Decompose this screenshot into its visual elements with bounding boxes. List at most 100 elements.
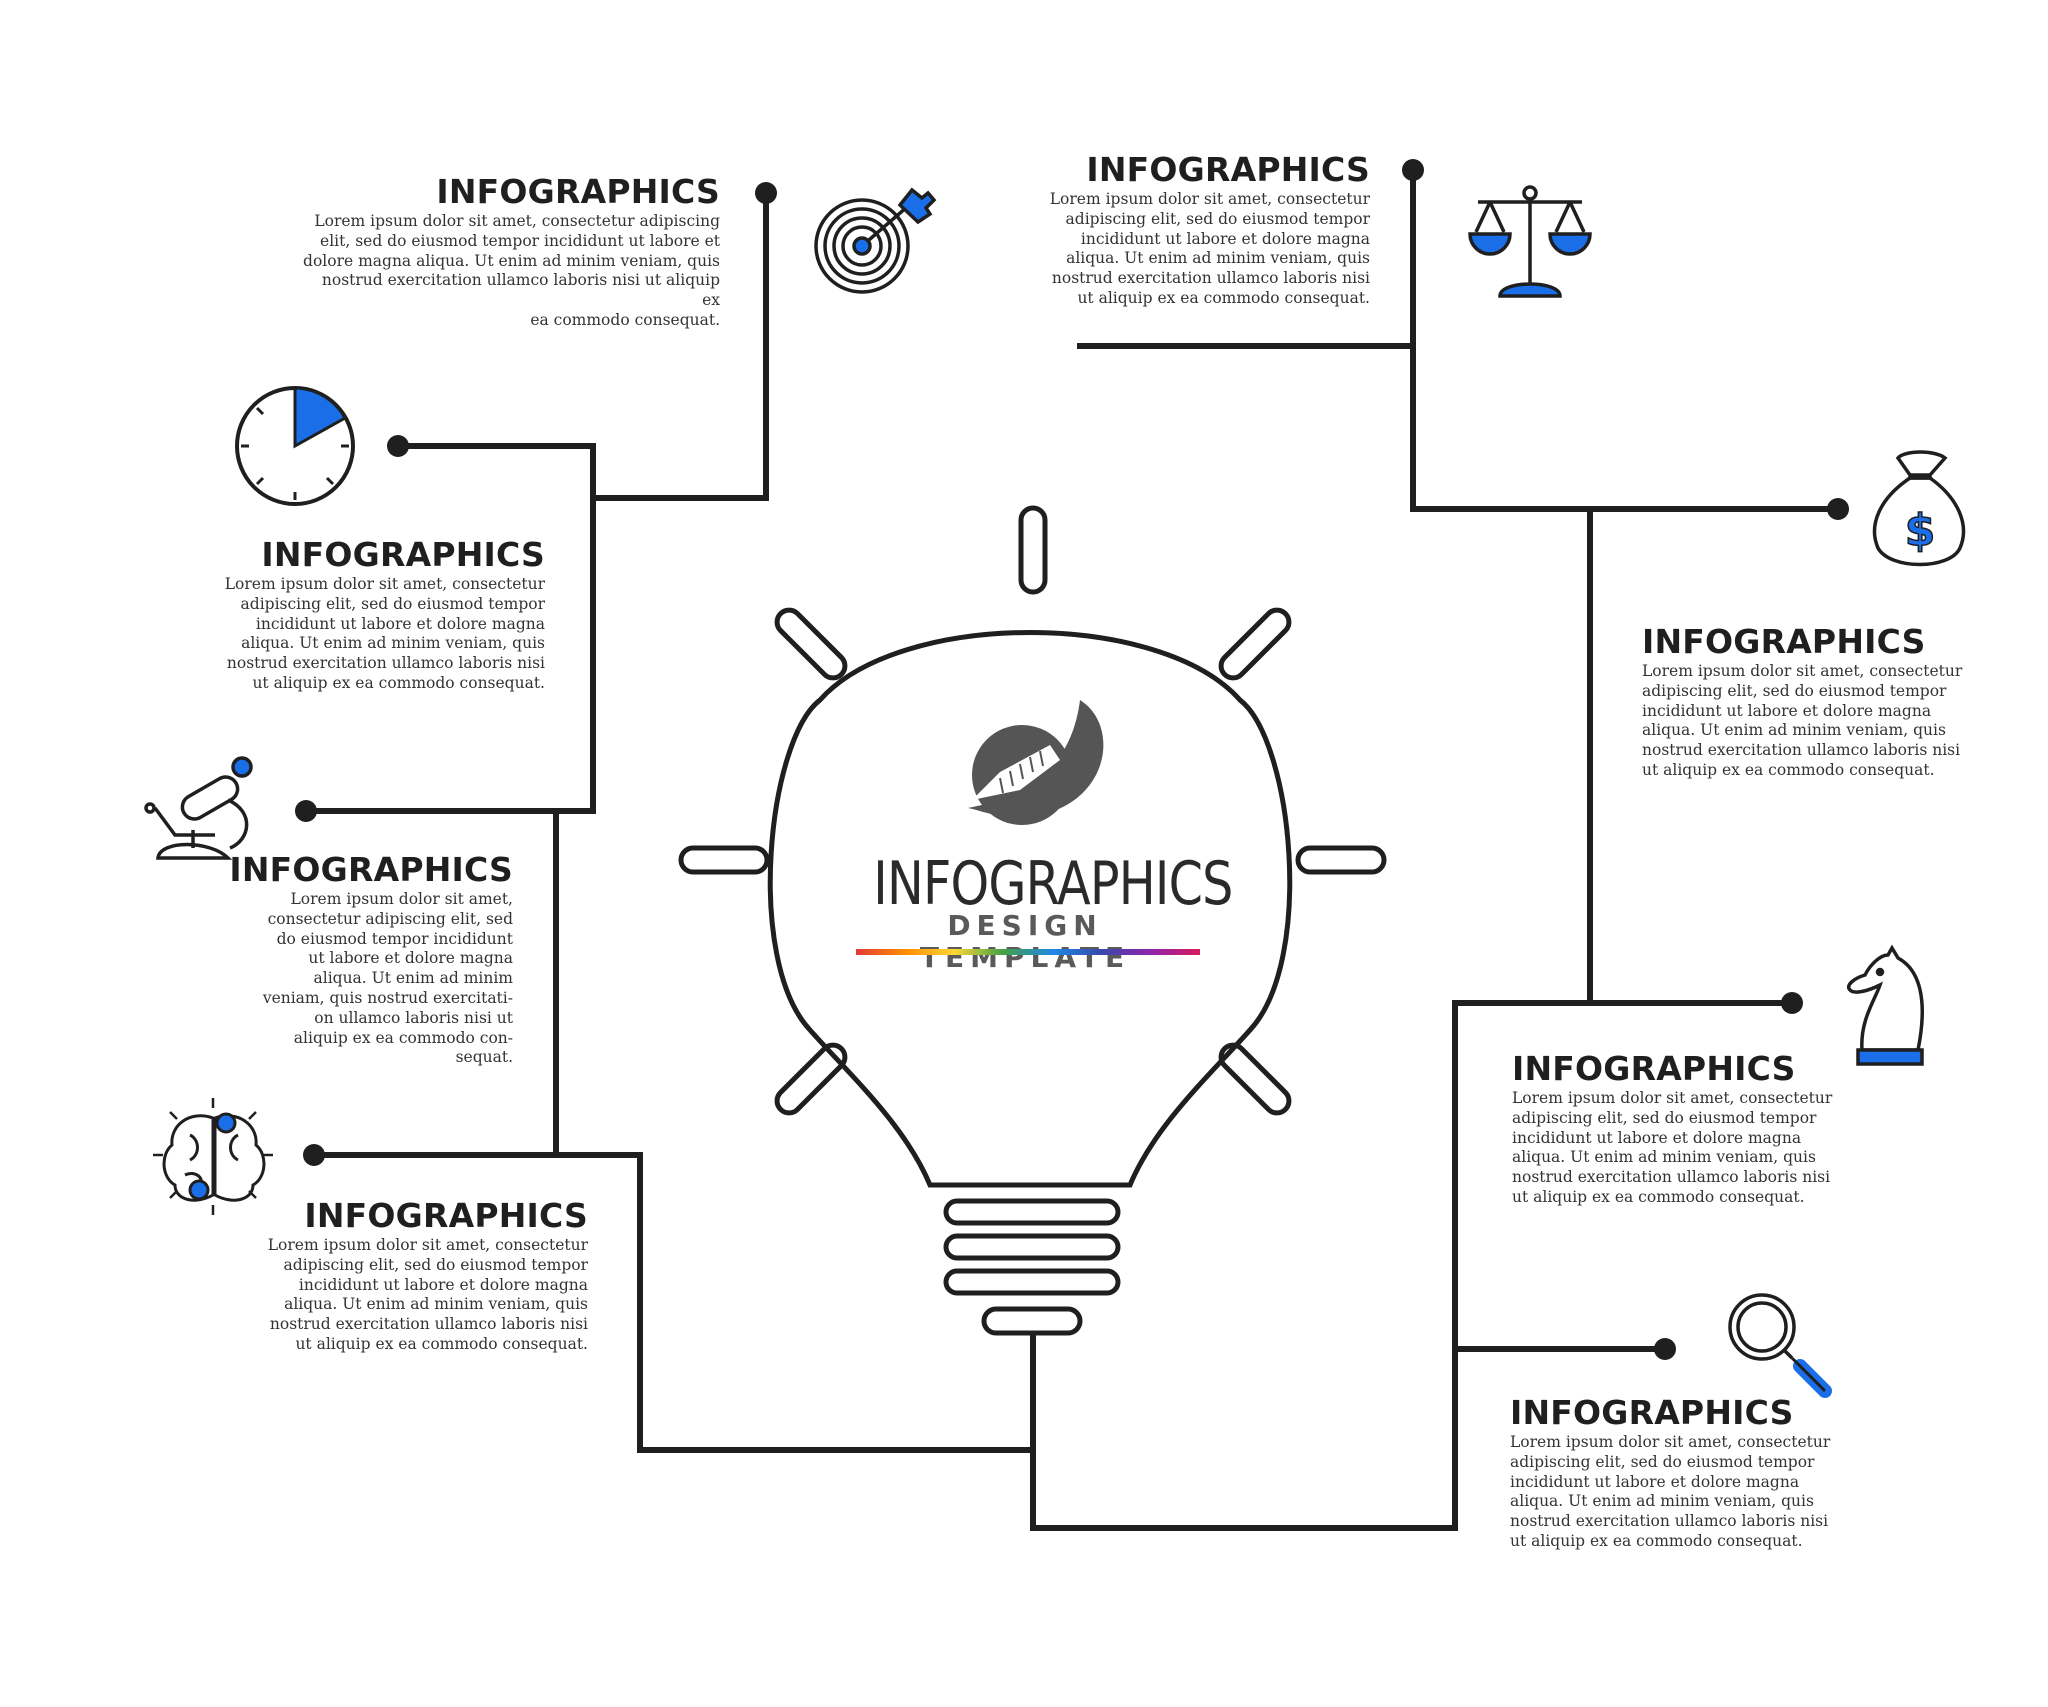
block-7-title: INFOGRAPHICS	[1512, 1049, 1796, 1088]
block-7-line: Lorem ipsum dolor sit amet, consectetur	[1512, 1089, 1833, 1107]
block-8-line: nostrud exercitation ullamco laboris nis…	[1510, 1512, 1829, 1531]
block-5-line: aliqua. Ut enim ad minim veniam, quis	[1066, 249, 1370, 268]
block-4-line: Lorem ipsum dolor sit amet, consectetur	[267, 1236, 588, 1254]
block-3-title: INFOGRAPHICS	[229, 850, 513, 889]
block-4-line: incididunt ut labore et dolore magna	[298, 1275, 588, 1294]
block-2-line: nostrud exercitation ullamco laboris nis…	[226, 654, 545, 673]
block-4-line: ut aliquip ex ea commodo consequat.	[295, 1334, 588, 1353]
block-3-line: veniam, quis nostrud exercitati-	[262, 988, 513, 1007]
text-block-6: INFOGRAPHICS Lorem ipsum dolor sit amet,…	[1642, 622, 2048, 781]
text-block-2: INFOGRAPHICS Lorem ipsum dolor sit amet,…	[125, 535, 545, 694]
center-subtitle: DESIGN TEMPLATE	[919, 909, 1131, 974]
block-3-line: aliqua. Ut enim ad minim	[313, 969, 514, 988]
connector-bulb-bottom	[1030, 1334, 1458, 1531]
text-block-8: INFOGRAPHICS Lorem ipsum dolor sit amet,…	[1510, 1393, 1930, 1552]
block-3-line: ut labore et dolore magna	[308, 949, 513, 968]
block-3-line: consectetur adipiscing elit, sed	[267, 909, 513, 928]
dot-magnifier	[1654, 1338, 1676, 1360]
brain-icon	[153, 1098, 273, 1215]
block-8-line: incididunt ut labore et dolore magna	[1510, 1472, 1800, 1491]
block-4-line: nostrud exercitation ullamco laboris nis…	[269, 1315, 588, 1334]
block-1-line: elit, sed do eiusmod tempor incididunt u…	[320, 231, 720, 250]
microscope-icon	[144, 756, 253, 860]
block-1-line: Lorem ipsum dolor sit amet, consectetur …	[314, 212, 720, 230]
connector-chess	[1452, 1000, 1792, 1349]
block-8-line: aliqua. Ut enim ad minim veniam, quis	[1510, 1492, 1814, 1511]
block-1-line: ea commodo consequat.	[530, 310, 720, 329]
dot-scales	[1402, 159, 1424, 181]
block-4-line: adipiscing elit, sed do eiusmod tempor	[283, 1255, 588, 1274]
block-5-line: adipiscing elit, sed do eiusmod tempor	[1065, 209, 1370, 228]
text-block-3: INFOGRAPHICS Lorem ipsum dolor sit amet,…	[93, 850, 513, 1068]
magnifier-icon	[1728, 1293, 1832, 1398]
block-4-body: Lorem ipsum dolor sit amet, consectetur …	[168, 1236, 588, 1355]
connector-scales	[1410, 170, 1590, 512]
center-title: INFOGRAPHICS	[873, 849, 1233, 919]
block-7-line: aliqua. Ut enim ad minim veniam, quis	[1512, 1148, 1816, 1167]
block-8-line: ut aliquip ex ea commodo consequat.	[1510, 1531, 1803, 1550]
dot-top-left	[755, 182, 777, 204]
block-3-line: Lorem ipsum dolor sit amet,	[290, 890, 514, 908]
block-6-body: Lorem ipsum dolor sit amet, consectetur …	[1642, 662, 2048, 781]
block-2-line: aliqua. Ut enim ad minim veniam, quis	[241, 634, 545, 653]
block-6-line: ut aliquip ex ea commodo consequat.	[1642, 760, 1935, 779]
block-1-body: Lorem ipsum dolor sit amet, consectetur …	[300, 212, 720, 331]
lightbulb-icon	[678, 505, 1387, 1336]
connector-top-left	[593, 193, 769, 501]
block-5-title: INFOGRAPHICS	[1086, 150, 1370, 189]
dot-brain	[303, 1144, 325, 1166]
block-5-line: nostrud exercitation ullamco laboris nis…	[1051, 269, 1370, 288]
block-1-line: nostrud exercitation ullamco laboris nis…	[321, 271, 720, 310]
block-3-line: on ullamco laboris nisi ut	[314, 1008, 513, 1027]
block-6-title: INFOGRAPHICS	[1642, 622, 1926, 661]
block-3-line: aliquip ex ea commodo con-	[293, 1028, 513, 1047]
block-5-line: Lorem ipsum dolor sit amet, consectetur	[1049, 190, 1370, 208]
block-8-line: Lorem ipsum dolor sit amet, consectetur	[1510, 1433, 1831, 1451]
block-2-body: Lorem ipsum dolor sit amet, consectetur …	[125, 575, 545, 694]
money-bag-icon: $	[1872, 450, 1966, 567]
block-6-line: aliqua. Ut enim ad minim veniam, quis	[1642, 721, 1946, 740]
connector-dots	[295, 159, 1849, 1360]
block-4-title: INFOGRAPHICS	[304, 1196, 588, 1235]
block-5-line: ut aliquip ex ea commodo consequat.	[1077, 288, 1370, 307]
block-6-line: Lorem ipsum dolor sit amet, consectetur	[1642, 662, 1963, 680]
text-block-7: INFOGRAPHICS Lorem ipsum dolor sit amet,…	[1512, 1049, 1932, 1208]
connector-microscope	[306, 808, 559, 1155]
chess-knight-icon	[1847, 944, 1924, 1066]
block-3-line: sequat.	[455, 1048, 513, 1067]
block-8-line: adipiscing elit, sed do eiusmod tempor	[1510, 1452, 1815, 1471]
block-5-body: Lorem ipsum dolor sit amet, consectetur …	[950, 190, 1370, 309]
block-8-title: INFOGRAPHICS	[1510, 1393, 1794, 1432]
block-6-line: nostrud exercitation ullamco laboris nis…	[1642, 741, 1961, 760]
block-2-line: adipiscing elit, sed do eiusmod tempor	[240, 594, 545, 613]
block-2-title: INFOGRAPHICS	[261, 535, 545, 574]
clock-icon	[235, 386, 355, 506]
text-block-1: INFOGRAPHICS Lorem ipsum dolor sit amet,…	[300, 172, 720, 331]
block-7-line: ut aliquip ex ea commodo consequat.	[1512, 1187, 1805, 1206]
rainbow-underline	[856, 949, 1200, 955]
dot-clock	[387, 435, 409, 457]
connector-brain	[314, 1152, 1033, 1453]
block-4-line: aliqua. Ut enim ad minim veniam, quis	[284, 1295, 588, 1314]
block-7-line: nostrud exercitation ullamco laboris nis…	[1512, 1168, 1831, 1187]
svg-text:$: $	[1905, 505, 1936, 556]
text-block-4: INFOGRAPHICS Lorem ipsum dolor sit amet,…	[168, 1196, 588, 1355]
block-2-line: ut aliquip ex ea commodo consequat.	[252, 673, 545, 692]
logo-icon	[968, 700, 1104, 825]
block-7-line: adipiscing elit, sed do eiusmod tempor	[1512, 1108, 1817, 1127]
block-2-line: Lorem ipsum dolor sit amet, consectetur	[224, 575, 545, 593]
block-3-line: do eiusmod tempor incididunt	[276, 929, 513, 948]
text-block-5: INFOGRAPHICS Lorem ipsum dolor sit amet,…	[950, 150, 1370, 309]
block-8-body: Lorem ipsum dolor sit amet, consectetur …	[1510, 1433, 1930, 1552]
dot-microscope	[295, 800, 317, 822]
target-icon	[814, 187, 937, 294]
dot-chess	[1781, 992, 1803, 1014]
block-6-line: adipiscing elit, sed do eiusmod tempor	[1642, 681, 1947, 700]
block-5-line: incididunt ut labore et dolore magna	[1080, 229, 1370, 248]
block-7-body: Lorem ipsum dolor sit amet, consectetur …	[1512, 1089, 1932, 1208]
block-2-line: incididunt ut labore et dolore magna	[255, 614, 545, 633]
block-3-body: Lorem ipsum dolor sit amet, consectetur …	[93, 890, 513, 1068]
block-6-line: incididunt ut labore et dolore magna	[1642, 701, 1932, 720]
dot-money	[1827, 498, 1849, 520]
